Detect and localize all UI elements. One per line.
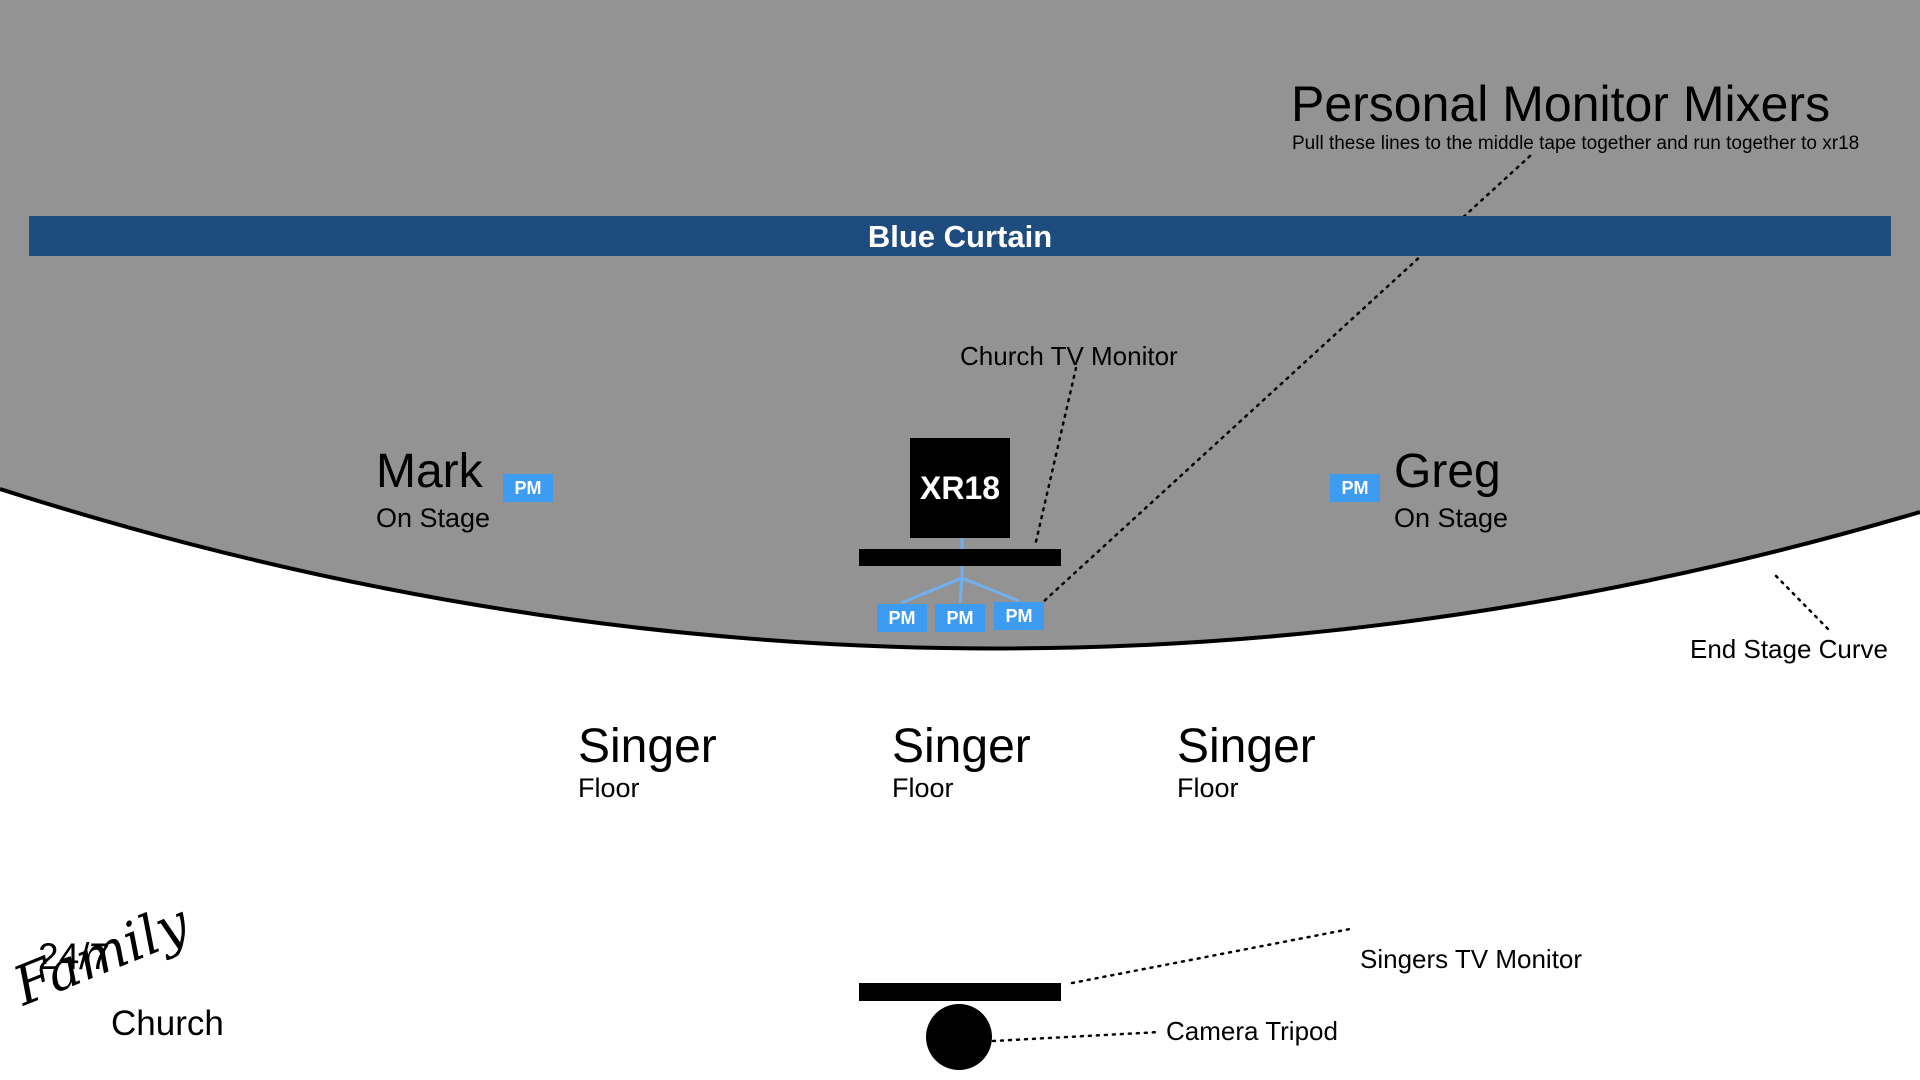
pm-box-greg: PM: [1330, 474, 1380, 502]
person-mark-location: On Stage: [376, 503, 491, 533]
blue-curtain-label: Blue Curtain: [867, 219, 1053, 254]
pm-label: PM: [514, 477, 542, 498]
pm-label: PM: [1341, 477, 1369, 498]
church-tv-monitor-label: Church TV Monitor: [960, 341, 1178, 371]
singer-center-name: Singer: [892, 720, 1031, 773]
page-title: Personal Monitor Mixers: [1291, 76, 1831, 132]
pm-box-center-left: PM: [877, 604, 927, 632]
singer-right-name: Singer: [1177, 720, 1316, 773]
xr18-label: XR18: [919, 469, 1001, 506]
leader-camera-tripod: [991, 1030, 1162, 1043]
stage-area: [0, 0, 1920, 649]
camera-tripod-label: Camera Tripod: [1166, 1016, 1338, 1046]
leader-pm-mixers: [1041, 154, 1532, 604]
end-stage-curve: [0, 487, 1920, 651]
singer-left-name: Singer: [578, 720, 717, 773]
logo-line-church: Church: [111, 1004, 224, 1043]
singer-left-location: Floor: [578, 773, 640, 803]
blue-curtain: Blue Curtain: [29, 216, 1891, 256]
pm-label: PM: [946, 607, 974, 628]
leader-church-tv: [1033, 366, 1078, 548]
pm-cables: [900, 538, 1020, 605]
church-tv-monitor-bar: [859, 549, 1061, 566]
singer-right-location: Floor: [1177, 773, 1239, 803]
pm-box-mark: PM: [503, 474, 553, 502]
person-mark-name: Mark: [376, 445, 483, 498]
end-stage-curve-label: End Stage Curve: [1690, 634, 1889, 664]
person-greg-location: On Stage: [1394, 503, 1509, 533]
singers-tv-monitor-label: Singers TV Monitor: [1360, 944, 1583, 974]
pm-label: PM: [1005, 605, 1033, 626]
title-note: Pull these lines to the middle tape toge…: [1292, 133, 1860, 154]
logo-line-247: 24/7: [38, 936, 111, 977]
leader-singers-tv: [1070, 927, 1352, 985]
singers-tv-monitor-bar: [859, 983, 1061, 1001]
pm-box-center-right: PM: [994, 602, 1044, 630]
pm-box-center: PM: [935, 604, 985, 632]
person-greg-name: Greg: [1394, 445, 1501, 498]
pm-label: PM: [888, 607, 916, 628]
singer-center-location: Floor: [892, 773, 954, 803]
leader-end-stage-curve: [1774, 574, 1831, 632]
camera-tripod-circle: [926, 1004, 992, 1070]
xr18-mixer: XR18: [910, 438, 1010, 538]
